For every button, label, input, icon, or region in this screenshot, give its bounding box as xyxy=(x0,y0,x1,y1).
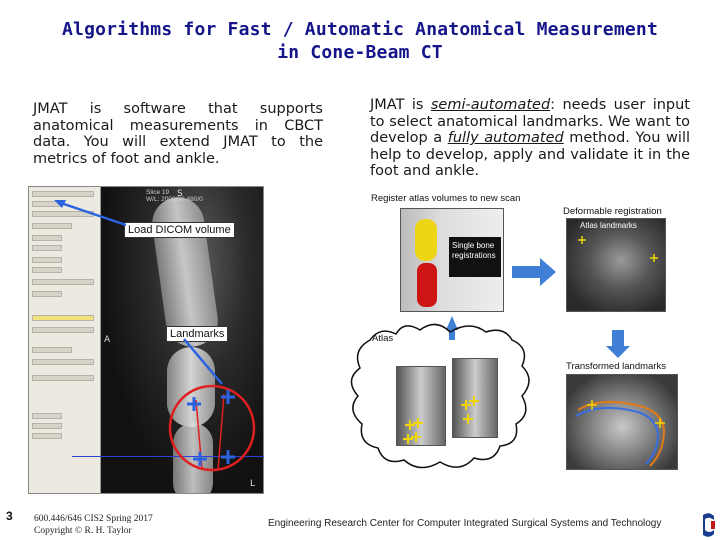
slice-caption-line2: W/L: 2000/30 480/0 xyxy=(146,196,203,203)
slice-plane-line xyxy=(72,456,264,457)
panel-row xyxy=(32,191,94,197)
load-callout-arrowhead xyxy=(54,200,66,208)
panel-row xyxy=(32,375,94,381)
yellow-bone-overlay xyxy=(415,219,437,261)
atlas-label: Atlas xyxy=(372,333,394,344)
transformed-landmark-markers xyxy=(587,400,665,428)
down-arrow xyxy=(606,330,630,358)
panel-row xyxy=(32,223,72,229)
atlas-landmarks-label: Atlas landmarks xyxy=(580,221,637,230)
register-atlas-label: Register atlas volumes to new scan xyxy=(371,193,521,204)
erc-logo-icon xyxy=(700,512,718,538)
slice-caption-line1: Slice 19 xyxy=(146,189,170,196)
course-line1: 600.446/646 CIS2 Spring 2017 xyxy=(34,514,153,524)
right-paragraph-part2: : needs user input to select anatomical … xyxy=(370,97,690,146)
semi-automated-emphasis: semi-automated xyxy=(430,97,551,113)
panel-row xyxy=(32,267,62,273)
deformable-landmark-markers xyxy=(578,236,658,262)
transformed-contour-orange xyxy=(577,400,666,467)
right-paragraph: JMAT is semi-automated: needs user input… xyxy=(370,97,690,180)
panel-row xyxy=(32,359,94,365)
panel-row xyxy=(32,423,62,429)
atlas-image-left xyxy=(396,366,446,446)
atlas-cloud xyxy=(350,323,530,469)
knee-highlight-circle xyxy=(168,384,256,472)
panel-row xyxy=(32,245,62,251)
panel-row xyxy=(32,291,62,297)
landmarks-callout: Landmarks xyxy=(166,326,229,342)
single-bone-label: Single bone registrations xyxy=(449,237,501,277)
marker-l: L xyxy=(250,479,256,489)
landmarks-pointer xyxy=(183,338,223,385)
right-paragraph-part1: JMAT is xyxy=(370,97,431,113)
marker-s: S xyxy=(177,189,183,199)
up-arrow xyxy=(446,316,458,340)
slice-caption: Slice 19 W/L: 2000/30 480/0 xyxy=(146,189,203,203)
load-dicom-callout: Load DICOM volume xyxy=(124,222,235,238)
slide-title: Algorithms for Fast / Automatic Anatomic… xyxy=(0,18,720,64)
landmark-markers xyxy=(187,390,235,466)
deformable-registration-image xyxy=(566,218,666,312)
transformed-contour-blue xyxy=(575,406,660,465)
single-bone-registration-image: Single bone registrations xyxy=(400,208,504,312)
transformed-landmarks-label: Transformed landmarks xyxy=(566,361,666,372)
red-bone-overlay xyxy=(417,263,437,307)
panel-row xyxy=(32,433,62,439)
course-info: 600.446/646 CIS2 Spring 2017 Copyright ©… xyxy=(34,514,153,537)
panel-row xyxy=(32,257,62,263)
panel-row xyxy=(32,235,62,241)
panel-row xyxy=(32,279,94,285)
marker-a: A xyxy=(104,335,111,345)
jmat-control-panel xyxy=(29,187,101,493)
course-line2: Copyright © R. H. Taylor xyxy=(34,525,132,536)
page-number: 3 xyxy=(6,509,13,523)
right-paragraph-part3: method. You will help to develop, apply … xyxy=(370,130,690,179)
erc-footer-text: Engineering Research Center for Computer… xyxy=(268,518,662,529)
atlas-landmark-markers xyxy=(403,396,479,444)
slide-title-line2: in Cone-Beam CT xyxy=(277,42,443,63)
knee-axis-line xyxy=(217,393,225,471)
right-arrow xyxy=(512,258,556,286)
panel-row xyxy=(32,327,94,333)
left-paragraph: JMAT is software that supports anatomica… xyxy=(33,101,323,167)
deformable-registration-label: Deformable registration xyxy=(563,206,662,217)
panel-row-highlighted xyxy=(32,315,94,321)
panel-row xyxy=(32,413,62,419)
load-callout-pointer xyxy=(57,200,127,227)
panel-row xyxy=(32,347,72,353)
fully-automated-emphasis: fully automated xyxy=(447,130,564,146)
slide-title-line1: Algorithms for Fast / Automatic Anatomic… xyxy=(62,19,658,40)
